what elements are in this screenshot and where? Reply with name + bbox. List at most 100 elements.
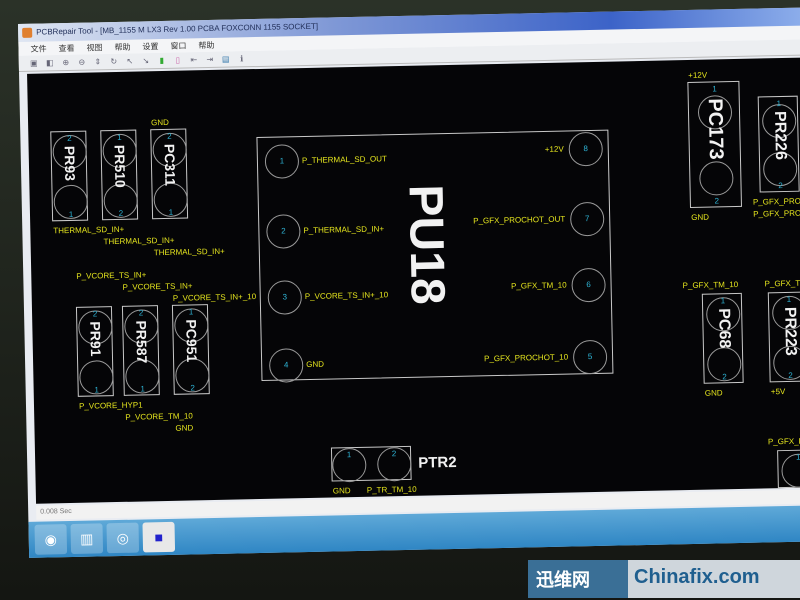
net-label: +12V [688,70,708,80]
reference-designator: PC68 [715,308,733,349]
pin-number: 2 [138,308,144,318]
status-text: 0.008 Sec [40,507,72,516]
net-label: GND [691,212,710,222]
net-label: P_VCORE_TS_IN+_10 [172,292,257,303]
browser-taskbar-icon[interactable]: ◎ [106,522,140,554]
net-label: THERMAL_SD_IN+ [153,246,225,258]
net-label: GND [151,117,169,128]
pin-number: 2 [391,449,397,459]
net-label: THERMAL_SD_IN+ [103,235,175,247]
zoom-out-icon[interactable]: ⊖ [78,57,86,67]
menu-help[interactable]: 帮助 [198,40,215,50]
net-label: P_THERMAL_SD_IN+ [303,224,385,236]
menu-help1[interactable]: 帮助 [114,42,131,52]
menu-view[interactable]: 查看 [58,43,75,53]
pin-number: 6 [586,280,591,290]
zoom-in-icon[interactable]: ⊕ [62,57,70,68]
layer-bottom-icon[interactable]: ▯ [175,55,181,65]
measure-icon[interactable]: ↘ [142,56,150,66]
menu-layout[interactable]: 视图 [86,42,103,53]
open-icon[interactable]: ▣ [29,58,38,68]
reference-designator: PR510 [111,144,129,188]
pin-number: 2 [118,208,124,218]
explorer-taskbar-icon[interactable]: ▥ [70,523,104,555]
pin-number: 2 [167,131,172,141]
menu-settings[interactable]: 设置 [142,41,159,51]
reference-designator: PTR2 [418,453,457,472]
window-title: PCBRepair Tool - [MB_1155 M LX3 Rev 1.00… [36,21,319,37]
pin-number: 8 [583,144,589,154]
reference-designator: PR91 [87,321,104,357]
pin-number: 1 [140,384,145,394]
net-label: +5V [770,387,786,397]
pin-number: 1 [279,156,285,166]
net-label: P_VCORE_TM_10 [125,411,193,422]
watermark-en: Chinafix.com [628,560,800,598]
net-label: P_VCORE_HYP1 [78,400,143,411]
pin-number: 2 [92,309,98,319]
net-label: THERMAL_SD_IN+ [53,224,125,236]
net-label: GND [704,388,723,398]
pin-pad[interactable] [699,161,734,196]
net-label: P_GFX_TM_10 [682,279,739,291]
pin-number: 1 [795,452,800,462]
net-label: P_GFX_PROCHOT_10 [483,352,569,364]
save-icon[interactable]: ◧ [45,58,54,68]
next-icon[interactable]: ⇥ [206,54,214,65]
reference-designator: PC311 [161,143,179,187]
menu-file[interactable]: 文件 [30,43,47,54]
pin-number: 2 [722,372,727,382]
watermark-cn: 迅维网 [528,560,628,598]
reference-designator: PU18 [398,183,454,306]
reference-designator: PR223 [781,306,800,356]
fit-icon[interactable]: ⇕ [94,57,102,67]
reference-designator: PR587 [133,320,151,364]
prev-icon[interactable]: ⇤ [190,55,198,65]
pin-number: 1 [168,207,174,217]
info-icon[interactable]: ℹ [240,54,244,64]
pin-number: 1 [720,296,726,306]
net-label: P_GFX_PROCHOT_OUT [473,214,566,226]
net-label: P_GFX_TM_10 [510,280,567,291]
pin-number: 1 [68,209,74,219]
menu-window[interactable]: 窗口 [170,40,187,51]
reference-designator: PC173 [703,98,727,160]
net-label: P_GFX_TM [764,278,800,289]
component-partial[interactable]: 1 P_GFX_PH [768,437,800,489]
pin-number: 2 [281,226,286,236]
reference-designator: PR226 [770,110,790,161]
net-label: GND [332,486,351,496]
net-label: P_VCORE_TS_IN+ [122,281,193,292]
pin-number: 5 [587,352,593,362]
rotate-icon[interactable]: ↻ [110,56,118,67]
pin-number: 2 [190,383,195,393]
pcbrepair-taskbar-icon[interactable]: ■ [142,521,176,553]
pin-number: 1 [776,99,782,109]
reference-designator: PR93 [61,145,79,182]
pin-number: 1 [346,450,352,460]
layer-top-icon[interactable]: ▮ [159,55,165,66]
app-window: PCBRepair Tool - [MB_1155 M LX3 Rev 1.00… [18,7,800,558]
net-label: P_GFX_PH [767,436,800,447]
select-icon[interactable]: ↖ [126,56,134,66]
pin-number: 2 [714,196,720,206]
reference-designator: PC951 [183,319,201,363]
net-label: GND [306,359,325,370]
pin-number: 1 [786,294,792,304]
print-icon[interactable]: ▤ [221,54,230,64]
start-button[interactable]: ◉ [34,524,68,555]
